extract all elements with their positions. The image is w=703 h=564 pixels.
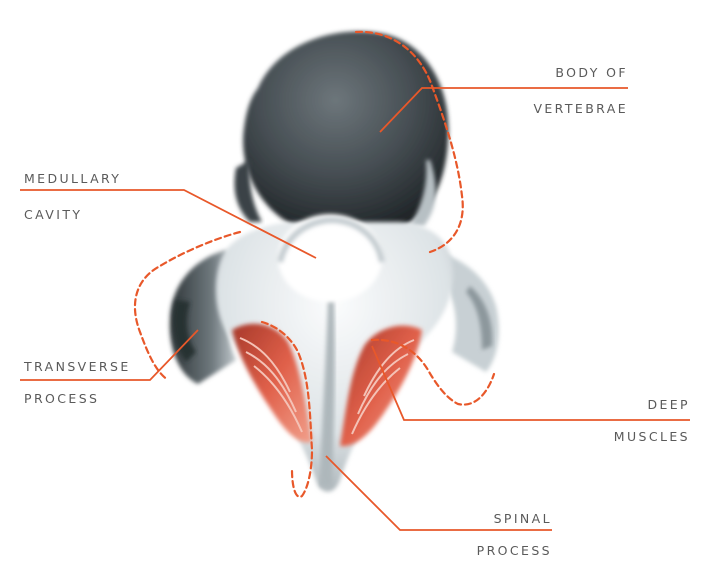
- label-medullary-cavity: MEDULLARY CAVITY: [24, 172, 121, 222]
- label-deep-muscles: DEEP MUSCLES: [580, 398, 690, 444]
- vertebral-body: [235, 31, 449, 228]
- label-transverse-process-line1: TRANSVERSE: [24, 360, 131, 374]
- medullary-cavity-opening: [278, 214, 382, 302]
- label-transverse-process-line2: PROCESS: [24, 392, 131, 406]
- label-deep-muscles-line1: DEEP: [580, 398, 690, 412]
- label-medullary-cavity-line1: MEDULLARY: [24, 172, 121, 186]
- label-spinal-process: SPINAL PROCESS: [452, 512, 552, 558]
- label-spinal-process-line1: SPINAL: [452, 512, 552, 526]
- label-deep-muscles-line2: MUSCLES: [580, 430, 690, 444]
- label-body-of-vertebrae-line1: BODY OF: [508, 66, 628, 80]
- label-spinal-process-line2: PROCESS: [452, 544, 552, 558]
- label-transverse-process: TRANSVERSE PROCESS: [24, 360, 131, 406]
- label-medullary-cavity-line2: CAVITY: [24, 208, 121, 222]
- label-body-of-vertebrae-line2: VERTEBRAE: [508, 102, 628, 116]
- label-body-of-vertebrae: BODY OF VERTEBRAE: [508, 66, 628, 116]
